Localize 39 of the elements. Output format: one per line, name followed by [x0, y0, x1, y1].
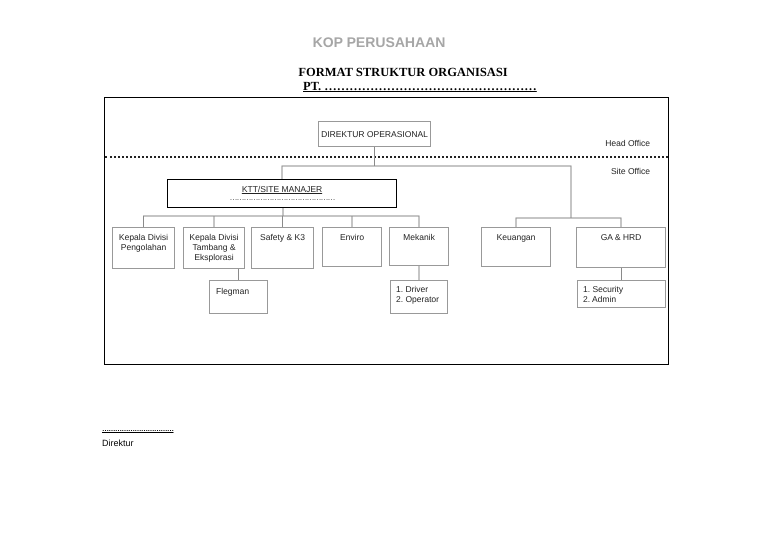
org-unit-box	[209, 280, 268, 314]
region-label: Head Office	[605, 138, 650, 148]
unit-title: DIREKTUR OPERASIONAL	[321, 128, 428, 140]
company-name-line: PT. ……………………………………………	[303, 79, 537, 94]
list-item: 2. Admin	[583, 294, 616, 304]
org-unit-box	[251, 227, 314, 269]
list-item: 1. Security	[583, 284, 624, 294]
region-label: Site Office	[610, 166, 650, 176]
unit-title: KTT/SITE MANAJER	[242, 184, 322, 194]
fill-in-line: ………………………………………	[230, 194, 334, 202]
list-item: 2. Operator	[396, 294, 439, 304]
org-unit-box	[183, 227, 245, 269]
unit-title: Flegman	[216, 286, 250, 296]
unit-title: Safety & K3	[260, 232, 305, 242]
unit-title: Kepala Divisi Tambang & Eksplorasi	[188, 232, 240, 263]
unit-title: GA & HRD	[600, 232, 642, 242]
org-unit-box	[481, 227, 551, 267]
connector-line	[621, 268, 622, 280]
org-chart-frame	[104, 97, 669, 365]
letterhead-field: KOP PERUSAHAAN	[312, 34, 446, 50]
org-unit-box	[389, 227, 449, 266]
org-unit-box	[390, 280, 448, 314]
connector-line	[418, 266, 420, 280]
unit-title: Mekanik	[403, 232, 435, 242]
manager-box	[167, 179, 397, 208]
list-item: 1. Driver	[396, 284, 428, 294]
org-unit-box	[318, 121, 431, 147]
org-unit-box	[577, 280, 666, 308]
unit-title: Kepala Divisi Pengolahan	[118, 232, 170, 252]
org-unit-box	[322, 227, 382, 267]
unit-title: Keuangan	[496, 232, 536, 242]
org-unit-box	[112, 227, 175, 269]
connector-line	[238, 268, 239, 280]
org-unit-box	[576, 227, 666, 268]
connector-line	[282, 208, 420, 228]
connector-line	[374, 146, 622, 228]
unit-title: Enviro	[340, 232, 364, 242]
signatory-title: Direktur	[102, 438, 134, 448]
title: FORMAT STRUKTUR ORGANISASI	[298, 65, 508, 80]
